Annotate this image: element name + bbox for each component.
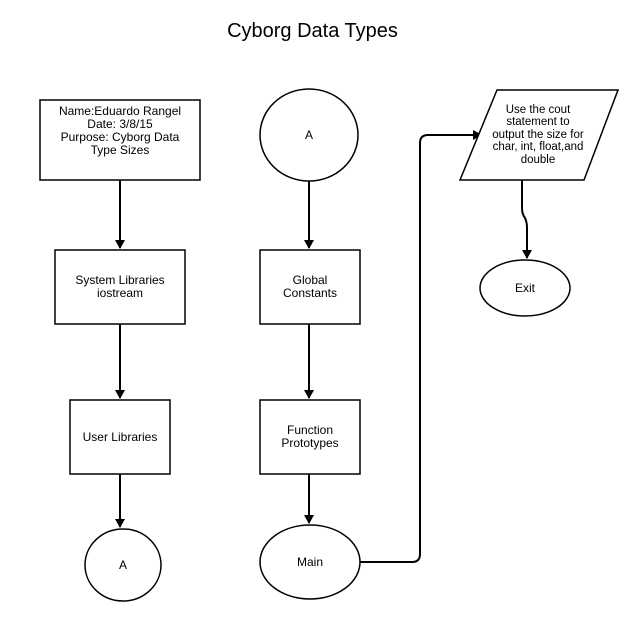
diagram-title: Cyborg Data Types (227, 20, 398, 42)
connector-a-top-label: A (304, 127, 313, 142)
connector-a-left-shape (84, 528, 162, 602)
connector-a-left-label: A (118, 557, 127, 572)
output-statement-label: Use the cout statement to output the siz… (492, 103, 584, 166)
global-constants-label: Global Constants (282, 273, 338, 300)
user-libraries-label: User Libraries (82, 429, 158, 444)
arrow-output-to-exit (521, 180, 532, 259)
output-statement-shape (458, 89, 620, 181)
exit-shape (479, 259, 571, 317)
exit-label: Exit (514, 280, 535, 295)
header-box-shape (39, 99, 201, 181)
main-label: Main (296, 554, 323, 569)
system-libraries-label: System Libraries iostream (75, 273, 165, 300)
header-box-label: Name:Eduardo Rangel Date: 3/8/15 Purpose… (58, 104, 182, 157)
function-prototypes-label: Function Prototypes (281, 423, 339, 450)
arrow-main-to-output (360, 130, 482, 563)
function-prototypes-shape (259, 399, 361, 475)
